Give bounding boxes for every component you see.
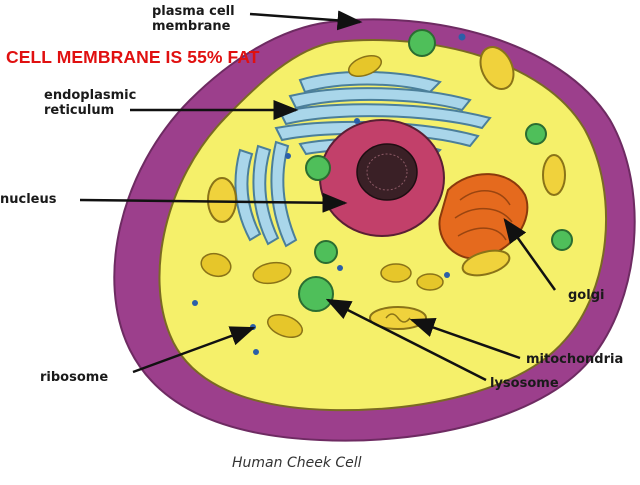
- vesicles: [200, 54, 444, 338]
- lysosomes: [298, 29, 573, 312]
- arrow-ribosome: [132, 326, 256, 374]
- caption: Human Cheek Cell: [232, 455, 362, 471]
- label-plasma-membrane: plasma cell membrane: [152, 4, 235, 34]
- label-ribosome: ribosome: [40, 370, 109, 385]
- arrow-lysosome: [325, 298, 487, 382]
- nucleus: [319, 119, 445, 237]
- label-plasma-membrane-line1: plasma cell: [152, 4, 235, 19]
- label-er: endoplasmic reticulum: [44, 88, 136, 118]
- label-er-line2: reticulum: [44, 103, 115, 118]
- label-nucleus: nucleus: [0, 192, 57, 207]
- arrow-nucleus: [79, 192, 348, 213]
- endoplasmic-reticulum-left: [234, 140, 298, 248]
- label-er-line1: endoplasmic: [44, 88, 137, 103]
- label-arrows: [79, 10, 557, 382]
- headline: CELL MEMBRANE IS 55% FAT: [6, 47, 260, 67]
- arrow-plasma-membrane: [249, 10, 363, 31]
- label-mitochondria: mitochondria: [526, 352, 624, 367]
- arrow-golgi: [503, 217, 557, 291]
- ribosomes: [192, 33, 466, 355]
- label-golgi: golgi: [568, 288, 605, 303]
- nucleolus: [356, 143, 418, 201]
- arrow-mitochondria: [409, 318, 521, 360]
- lysosome-main: [298, 276, 334, 312]
- label-lysosome: lysosome: [490, 376, 559, 391]
- label-plasma-membrane-line2: membrane: [152, 19, 231, 34]
